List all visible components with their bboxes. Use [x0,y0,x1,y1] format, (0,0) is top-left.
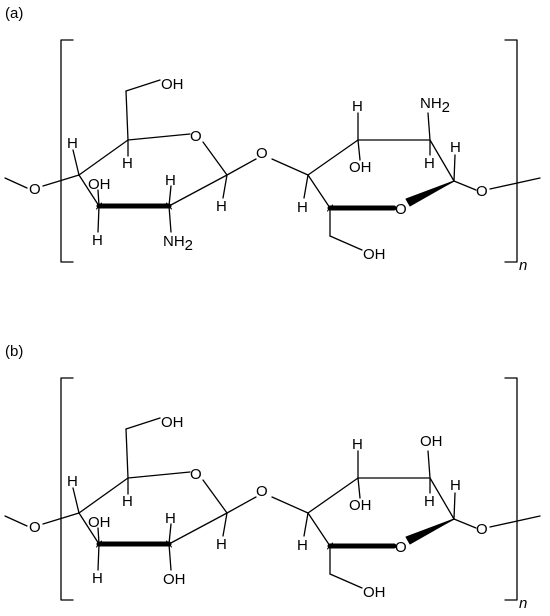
atom-h-c2-left: H [165,172,176,189]
atom-oh-c6-right: OH [363,584,386,601]
atom-h-c2-left: H [165,510,176,527]
atom-h-c5-left: H [122,155,133,172]
atom-h-c5-left: H [122,493,133,510]
atom-sub-c2-left: NH2 [163,233,193,254]
atom-h-c5-right: H [297,537,308,554]
atom-o-ring-right: O [395,201,407,218]
atom-sub-c2-left-subscript: 2 [185,237,193,254]
atom-h-c4-left: H [67,135,78,152]
panel-label: (a) [5,5,23,22]
atom-h-c3-right: H [424,155,435,172]
atom-sub-c2-left: OH [163,571,186,588]
atom-h-c4-left: H [67,473,78,490]
atom-sub-c2-right-symbol: NH [420,95,442,112]
atom-o-link-left: O [29,181,41,198]
atom-h-c4-right: H [352,98,363,115]
atom-o-glycosidic: O [256,483,268,500]
atom-h-c1-left: H [216,198,227,215]
atom-sub-c2-left-symbol: NH [163,233,185,250]
panel-b: (b) n OH O H H O OH H H OH H O H OH H OH… [5,343,540,612]
atom-h-c5-right: H [297,199,308,216]
atom-oh-c3-right: OH [349,159,372,176]
atom-o-ring-right: O [395,539,407,556]
atom-oh-c3-left: OH [88,514,111,531]
repeat-index: n [519,595,527,612]
atom-h-c1-left: H [216,536,227,553]
atom-sub-c2-right: OH [420,433,443,450]
atom-o-ring-left: O [190,466,202,483]
atom-h-c3-right: H [424,493,435,510]
atom-h-c3-left: H [92,570,103,587]
atom-sub-c2-right-subscript: 2 [442,99,450,116]
atom-o-link-left: O [29,519,41,536]
atom-h-c3-left: H [92,232,103,249]
atom-oh-c6-left: OH [161,414,184,431]
atom-sub-c2-right-symbol: OH [420,433,443,450]
atom-o-link-right: O [476,521,488,538]
atom-oh-c6-left: OH [161,76,184,93]
atom-o-ring-left: O [190,128,202,145]
atom-oh-c3-right: OH [349,497,372,514]
atom-sub-c2-right: NH2 [420,95,450,116]
panel-a: (a) n OH O H H O OH H H NH2 H O H OH H N… [5,5,540,274]
atom-sub-c2-left-symbol: OH [163,571,186,588]
atom-oh-c6-right: OH [363,246,386,263]
atom-h-c2-right: H [450,139,461,156]
atom-oh-c3-left: OH [88,176,111,193]
atom-o-link-right: O [476,183,488,200]
atom-o-glycosidic: O [256,145,268,162]
atom-h-c4-right: H [352,436,363,453]
atom-h-c2-right: H [450,477,461,494]
repeat-index: n [519,257,527,274]
panel-label: (b) [5,343,23,360]
